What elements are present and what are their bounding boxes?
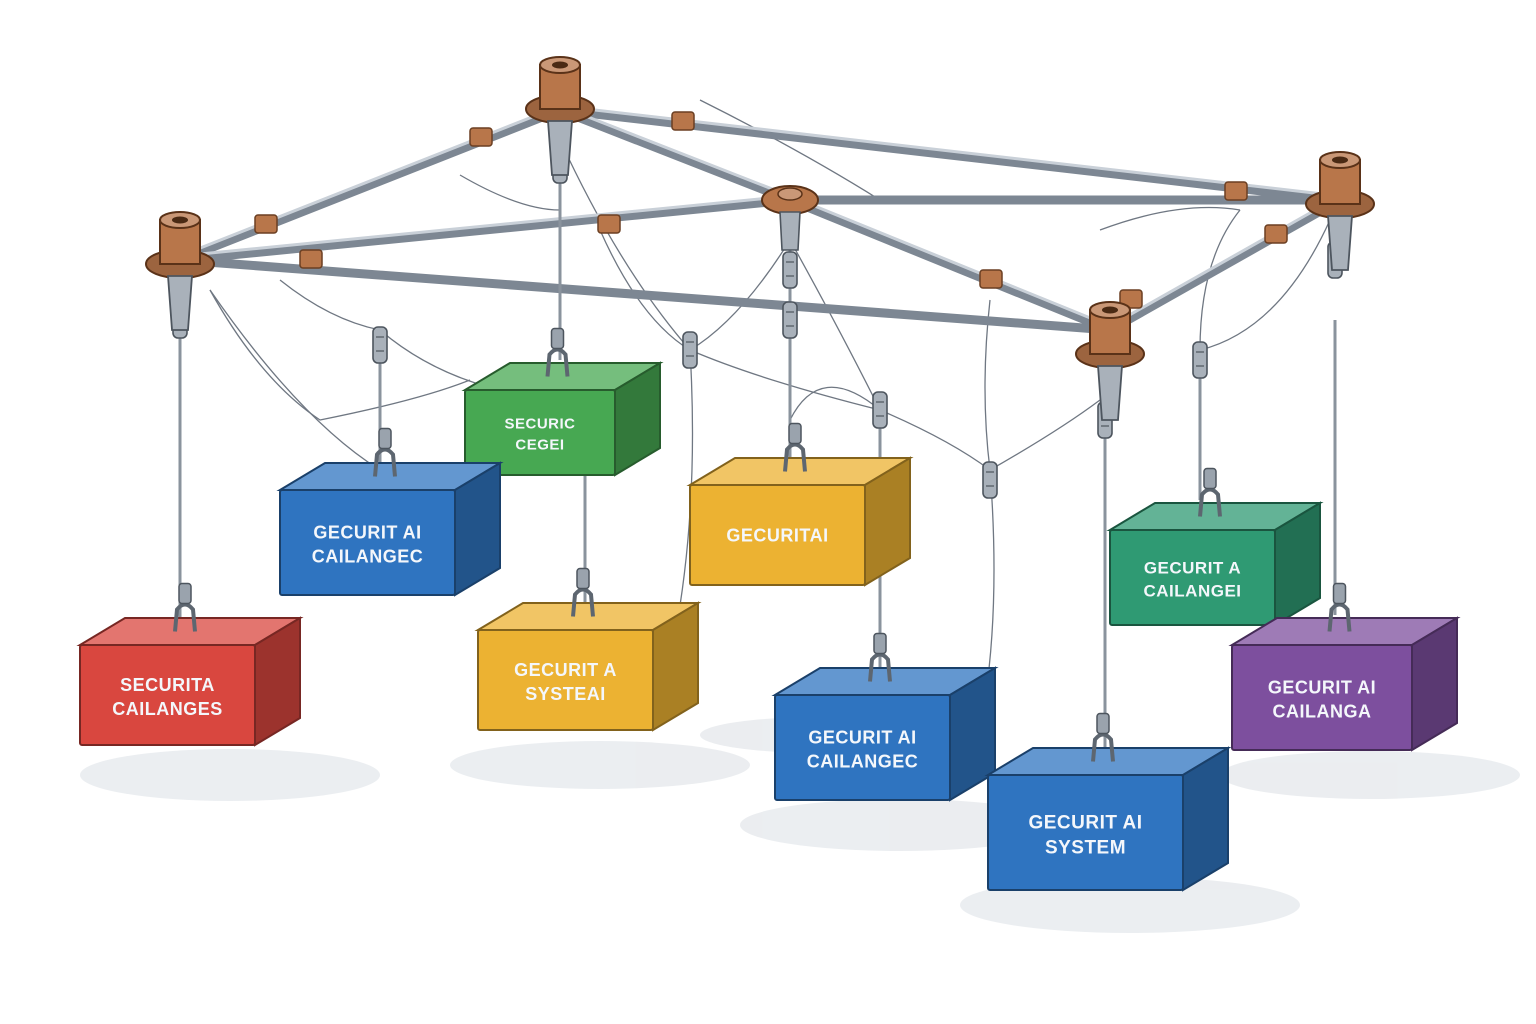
turnbuckle-icon [982,461,998,499]
shackle-body [1096,712,1110,735]
hanging-blocks: SECURIC CEGEI GECURIT AI CAILANGEC SECURITA C… [76,327,1461,892]
shackle-body [378,427,392,450]
block-front-face [464,389,616,476]
turnbuckle-icon [872,391,888,429]
block-label-line2: SYSTEM [1045,838,1126,859]
block-label-line2: CAILANGES [112,699,223,719]
turnbuckle-icon [372,326,388,364]
shackle-body [788,422,802,445]
turnbuckle-icon [782,301,798,339]
block-label-line2: CAILANGEC [312,547,424,567]
block-label-line2: CAILANGEI [1144,582,1242,601]
shackle-icon [173,602,197,632]
block-blue-mid: GECURIT AI CAILANGEC [771,632,999,802]
block-label-line1: GECURITAI [726,525,828,545]
block-label-line1: SECURIC [504,416,575,433]
block-label-line2: CEGEI [515,437,564,454]
shackle-body [178,582,192,605]
rod-brackets [254,111,1288,309]
shackle-icon [373,447,397,477]
corner-post-right [1305,151,1375,271]
block-purple: GECURIT AI CAILANGA [1228,582,1461,752]
block-teal: GECURIT A CAILANGEI [1106,467,1324,627]
block-green: SECURIC CEGEI [461,327,664,477]
block-label-line1: GECURIT AI [313,523,421,543]
center-hub [761,185,819,251]
block-label-line1: GECURIT AI [1268,678,1376,698]
shackle-icon [1091,732,1115,762]
corner-post-front [1075,301,1145,421]
block-front-face [79,644,256,746]
block-blue-front: GECURIT AI SYSTEM [984,712,1232,892]
block-label-line1: GECURIT A [1144,559,1241,578]
shackle-icon [1327,602,1352,632]
block-front-face [987,774,1184,891]
shackle-body [1203,467,1217,490]
block-front-face [477,629,654,731]
shackle-body [576,567,590,590]
shackle-icon [571,587,595,617]
shackle-body [1332,582,1347,605]
frame-rods [175,104,1345,335]
shackle-icon [545,347,570,377]
turnbuckle-icon [782,251,798,289]
block-label-line1: SECURITA [120,675,215,695]
block-blue-left: GECURIT AI CAILANGEC [276,427,504,597]
block-label-line2: SYSTEAI [525,684,606,704]
shackle-body [550,327,565,350]
block-label-line1: GECURIT A [514,660,617,680]
block-label-line1: GECURIT AI [808,728,916,748]
turnbuckle-icon [682,331,698,369]
block-front-face [774,694,951,801]
block-red: SECURITA CAILANGES [76,582,304,747]
block-yellow-top: GECURITAI [686,422,914,587]
turnbuckle-icon [1192,341,1208,379]
block-front-face [1231,644,1413,751]
shackle-icon [783,442,807,472]
shackle-icon [868,652,892,682]
block-front-face [279,489,456,596]
frame-joints [145,56,1375,421]
shackle-icon [1198,487,1222,517]
block-label-line2: CAILANGEC [807,752,919,772]
block-label-line2: CAILANGA [1273,702,1372,722]
block-label-line1: GECURIT AI [1028,813,1142,834]
corner-post-left [145,211,215,331]
corner-post-back [525,56,595,176]
block-front-face [1109,529,1276,626]
shackle-body [873,632,887,655]
block-front-face [689,484,866,586]
block-yellow-mid: GECURIT A SYSTEAI [474,567,702,732]
